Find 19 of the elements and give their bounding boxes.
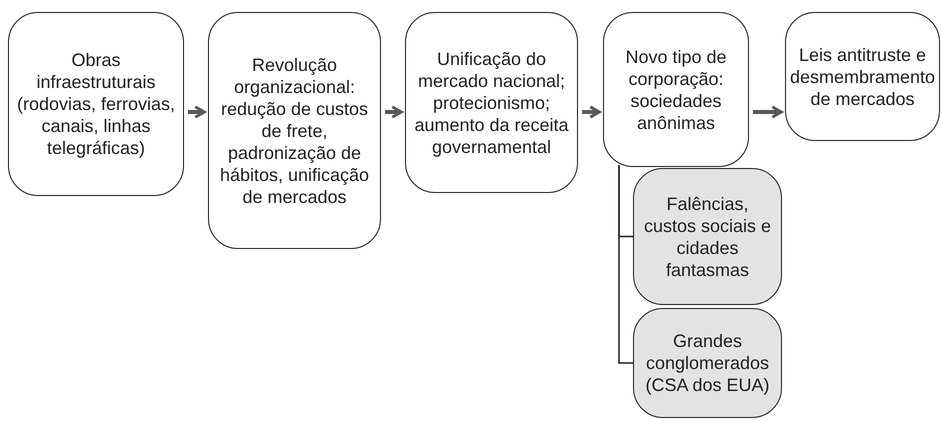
outcome-box xyxy=(633,308,782,418)
box-text: Falências, custos sociais e cidades fantasmas xyxy=(642,192,772,280)
process-box xyxy=(785,12,940,141)
box-text: Unificação do mercado nacional; protecionismo; aumento da receita governamental xyxy=(413,48,570,158)
process-box xyxy=(405,12,578,193)
connector-line xyxy=(618,165,633,364)
box-text: Grandes conglomerados (CSA dos EUA) xyxy=(644,330,771,396)
outcome-box xyxy=(633,168,782,305)
box-text: Leis antitruste e desmembramento de mercados xyxy=(788,44,936,110)
process-box xyxy=(603,12,749,167)
box-text: Novo tipo de corporação: sociedades anônimas xyxy=(624,46,728,134)
arrow xyxy=(385,105,403,119)
process-box xyxy=(8,12,184,196)
arrow xyxy=(188,105,206,119)
arrow xyxy=(753,105,783,119)
arrow xyxy=(582,105,601,119)
box-text: Obras infraestruturais (rodovias, ferrovias, canais, linhas telegráficas) xyxy=(16,49,176,159)
box-text: Revolução organizacional: redução de custos de frete, padronização de hábitos, unificação de mercados xyxy=(218,54,370,208)
process-box xyxy=(208,12,381,249)
